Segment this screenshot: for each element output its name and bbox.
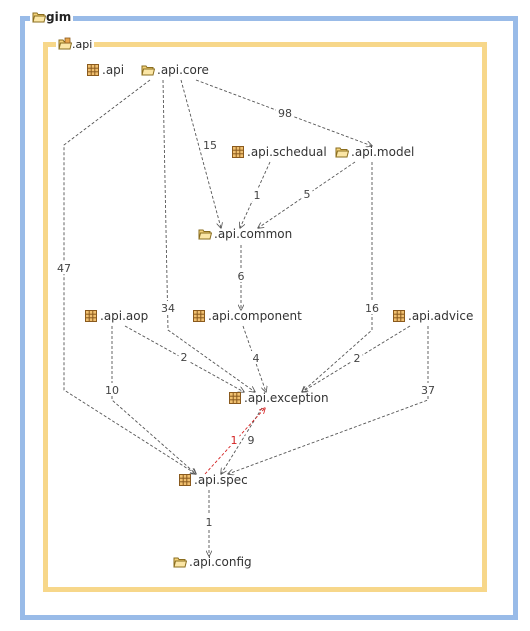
edge-label-bg <box>201 138 219 151</box>
node-label: .api.aop <box>100 309 149 323</box>
edge-label-model-to-common: 5 <box>304 188 311 201</box>
node-aop[interactable]: .api.aop <box>84 309 148 323</box>
package-icon <box>228 391 242 405</box>
edge-label-bg <box>103 383 121 396</box>
node-label: .api.schedual <box>247 145 327 159</box>
edge-label-bg <box>55 261 73 274</box>
edge-model-to-common[interactable] <box>258 161 356 228</box>
edge-label-advice-to-exception: 2 <box>354 352 361 365</box>
folder-icon <box>32 10 47 24</box>
node-label: .api.advice <box>408 309 474 323</box>
package-icon <box>178 473 192 487</box>
node-label: .api.model <box>351 145 415 159</box>
edge-core-to-exception[interactable] <box>162 79 255 392</box>
edge-label-aop-to-spec: 10 <box>105 384 119 397</box>
edge-component-to-exception[interactable] <box>242 325 266 392</box>
edge-label-component-to-exception: 4 <box>253 352 260 365</box>
edge-label-bg <box>363 301 381 314</box>
node-advice[interactable]: .api.advice <box>392 309 473 323</box>
package-frame <box>43 42 487 592</box>
node-label: .api <box>102 63 125 77</box>
edge-core-to-common[interactable] <box>180 79 221 228</box>
edge-label-spec-to-exception: 1 <box>231 434 238 447</box>
edge-aop-to-spec[interactable] <box>111 326 196 474</box>
node-spec[interactable]: .api.spec <box>178 473 248 487</box>
node-label: .api.config <box>189 555 252 569</box>
project-title[interactable]: gim <box>30 10 74 24</box>
edge-model-to-exception[interactable] <box>302 162 373 392</box>
edge-label-core-to-spec: 47 <box>57 262 71 275</box>
node-config[interactable]: .api.config <box>173 555 252 569</box>
package-icon <box>192 309 206 323</box>
folder-icon <box>141 63 156 77</box>
edge-label-bg <box>276 106 294 119</box>
node-core[interactable]: .api.core <box>141 63 209 77</box>
edge-label-bg <box>203 515 215 528</box>
edge-label-model-to-exception: 16 <box>365 302 379 315</box>
edge-label-aop-to-exception: 2 <box>181 351 188 364</box>
edge-label-core-to-exception: 34 <box>161 302 175 315</box>
edge-label-exception-to-spec: 9 <box>248 434 255 447</box>
edge-label-schedual-to-common: 1 <box>254 189 261 202</box>
folder-icon <box>173 555 188 569</box>
package-icon <box>84 309 98 323</box>
edge-advice-to-exception[interactable] <box>302 325 411 392</box>
node-common[interactable]: .api.common <box>198 227 292 241</box>
edge-label-bg <box>228 433 240 446</box>
edge-label-bg <box>245 433 257 446</box>
folder-icon <box>198 227 213 241</box>
edge-label-bg <box>251 188 263 201</box>
package-icon <box>86 63 100 77</box>
edge-label-advice-to-spec: 37 <box>421 384 435 397</box>
edge-label-bg <box>419 383 437 396</box>
package-icon <box>231 145 245 159</box>
node-api[interactable]: .api <box>86 63 124 77</box>
folder-icon <box>335 145 350 159</box>
edge-label-spec-to-config: 1 <box>206 516 213 529</box>
node-label: .api.component <box>208 309 302 323</box>
edge-label-bg <box>159 301 177 314</box>
package-title[interactable]: .api <box>56 37 95 51</box>
edge-exception-to-spec[interactable] <box>221 407 263 474</box>
node-label: .api.common <box>214 227 293 241</box>
node-component[interactable]: .api.component <box>192 309 302 323</box>
edge-label-bg <box>250 351 262 364</box>
node-label: .api.spec <box>194 473 248 487</box>
edge-label-bg <box>351 351 363 364</box>
node-schedual[interactable]: .api.schedual <box>231 145 327 159</box>
node-label: .api.exception <box>244 391 329 405</box>
edge-aop-to-exception[interactable] <box>124 325 244 392</box>
edge-label-bg <box>235 269 247 282</box>
edge-label-common-to-component: 6 <box>238 270 245 283</box>
node-label: .api.core <box>157 63 209 77</box>
package-folder-icon <box>58 37 73 51</box>
node-model[interactable]: .api.model <box>335 145 414 159</box>
node-exception[interactable]: .api.exception <box>228 391 329 405</box>
edge-label-bg <box>301 187 313 200</box>
package-icon <box>392 309 406 323</box>
edge-label-core-to-model: 98 <box>278 107 292 120</box>
edge-label-core-to-common: 15 <box>203 139 217 152</box>
project-title-label: gim <box>46 10 72 24</box>
edge-core-to-spec[interactable] <box>63 79 196 474</box>
edge-core-to-model[interactable] <box>195 79 372 146</box>
package-title-label: .api <box>72 37 93 51</box>
edge-label-bg <box>178 350 190 363</box>
edge-advice-to-spec[interactable] <box>228 326 429 474</box>
